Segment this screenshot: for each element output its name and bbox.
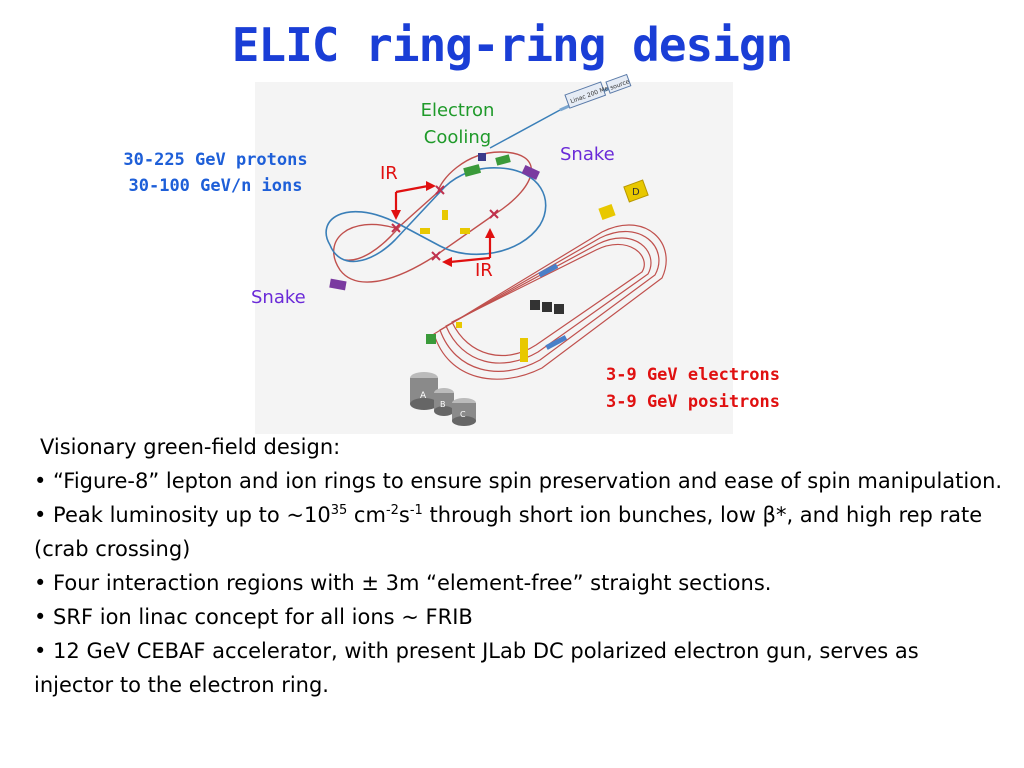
ir-crossings: [391, 185, 499, 261]
ion-ring: [325, 167, 547, 263]
rf-cubes: [530, 300, 564, 314]
hall-c-label: C: [460, 410, 466, 419]
electrons-line: 3-9 GeV electrons: [606, 365, 780, 385]
hall-a-label: A: [420, 391, 427, 401]
hall-c: C: [452, 398, 476, 426]
snake-left-marker: [329, 278, 347, 291]
bullet-interaction-regions: • Four interaction regions with ± 3m “el…: [34, 571, 772, 595]
box-d: D: [623, 179, 649, 203]
page-title: ELIC ring-ring design: [231, 18, 794, 72]
cooling-marker: [478, 153, 486, 161]
ir-top-label: IR: [380, 163, 398, 184]
yellow-elements: [420, 203, 616, 362]
hall-b: B: [434, 388, 454, 416]
lum-sup-minus1: -1: [409, 503, 423, 518]
ion-injector-line: [489, 109, 561, 149]
intro-line: Visionary green-field design:: [40, 435, 341, 459]
straight-section-1: [538, 263, 559, 278]
lum-pre: • Peak luminosity up to ~10: [34, 503, 331, 527]
electron-cooling-label: Electron Cooling: [400, 97, 515, 151]
lum-sup-35: 35: [330, 503, 348, 518]
electron-cooling-line1: Electron: [420, 100, 495, 121]
lum-post: through short ion bunches, low β*, and h…: [34, 503, 983, 561]
ir-arrowheads: [391, 181, 495, 267]
ions-line: 30-100 GeV/n ions: [128, 176, 303, 196]
snake-left-label: Snake: [251, 287, 306, 308]
positrons-line: 3-9 GeV positrons: [606, 392, 780, 412]
cebaf-racetrack: [433, 224, 667, 380]
box-d-label: D: [632, 187, 640, 198]
hall-b-label: B: [440, 400, 446, 409]
cooling-element-2: [495, 154, 511, 166]
bullet-cebaf: • 12 GeV CEBAF accelerator, with present…: [34, 639, 919, 697]
hall-a: A: [410, 372, 438, 410]
cooling-element-1: [463, 164, 482, 177]
bullet-srf-linac: • SRF ion linac concept for all ions ~ F…: [34, 605, 473, 629]
protons-ions-label: 30-225 GeV protons 30-100 GeV/n ions: [88, 147, 343, 199]
electron-ring: [333, 151, 532, 283]
green-element: [426, 334, 436, 344]
lum-cm: cm: [347, 503, 386, 527]
lum-s: s: [398, 503, 410, 527]
electrons-positrons-label: 3-9 GeV electrons 3-9 GeV positrons: [580, 362, 806, 416]
elic-ring-diagram: Linac 200 MeV source: [255, 73, 733, 434]
protons-line: 30-225 GeV protons: [123, 150, 308, 170]
bullet-luminosity: • Peak luminosity up to ~1035 cm-2s-1 th…: [34, 498, 1004, 566]
bullet-list: Visionary green-field design: • “Figure-…: [34, 430, 1004, 702]
ir-bottom-label: IR: [475, 260, 493, 281]
bullet-figure-8: • “Figure-8” lepton and ion rings to ens…: [34, 469, 1003, 493]
lum-sup-minus2: -2: [385, 503, 399, 518]
snake-top-label: Snake: [560, 144, 615, 165]
electron-cooling-line2: Cooling: [423, 127, 492, 148]
ir-arrows: [394, 184, 492, 264]
snake-top-marker: [521, 164, 540, 180]
straight-section-2: [545, 335, 568, 350]
